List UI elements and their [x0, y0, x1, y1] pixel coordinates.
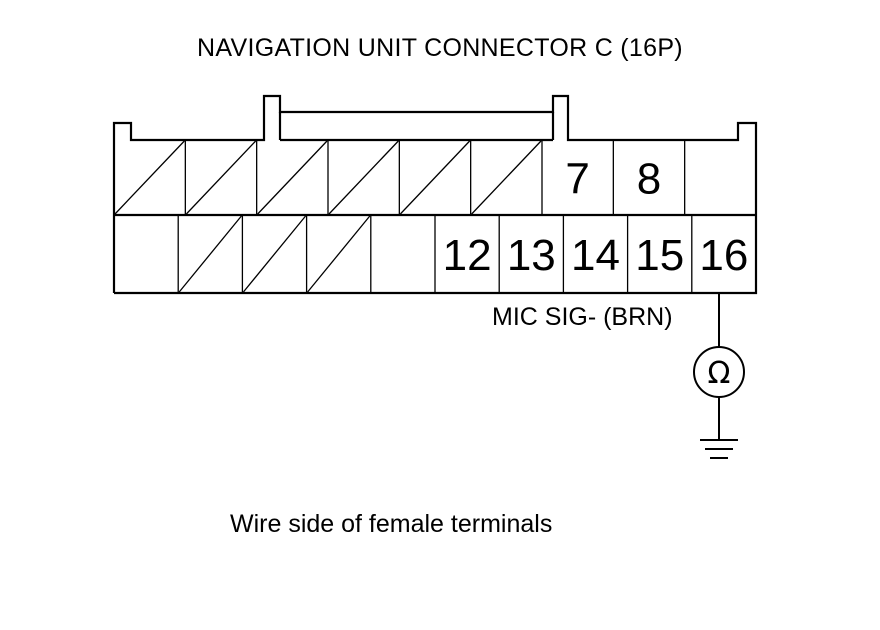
- terminal-8-label: 8: [637, 155, 661, 204]
- bottom-row-empty-cavity-hatch: [242, 215, 307, 293]
- top-row-empty-cavity-hatch: [257, 140, 328, 215]
- top-row-empty-cavity-hatch: [471, 140, 542, 215]
- terminal-13-label: 13: [507, 231, 556, 280]
- terminal-12-label: 12: [443, 231, 492, 280]
- terminal-16-label: 16: [699, 231, 748, 280]
- bottom-row-empty-cavity-hatch: [307, 215, 371, 293]
- top-row-empty-cavity-hatch: [399, 140, 471, 215]
- bottom-row-empty-cavity-hatch: [178, 215, 242, 293]
- ohm-symbol: Ω: [708, 356, 731, 391]
- terminal-14-label: 14: [571, 231, 620, 280]
- top-row-empty-cavity-hatch: [114, 140, 185, 215]
- diagram-caption: Wire side of female terminals: [230, 510, 553, 538]
- top-row-empty-cavity-hatch: [328, 140, 399, 215]
- ground-icon: [700, 439, 738, 459]
- terminal-15-label: 15: [635, 231, 684, 280]
- top-row-empty-cavity-hatch: [185, 140, 257, 215]
- wire-label: MIC SIG- (BRN): [492, 303, 673, 331]
- diagram-title: NAVIGATION UNIT CONNECTOR C (16P): [197, 34, 683, 62]
- terminal-7-label: 7: [565, 155, 589, 204]
